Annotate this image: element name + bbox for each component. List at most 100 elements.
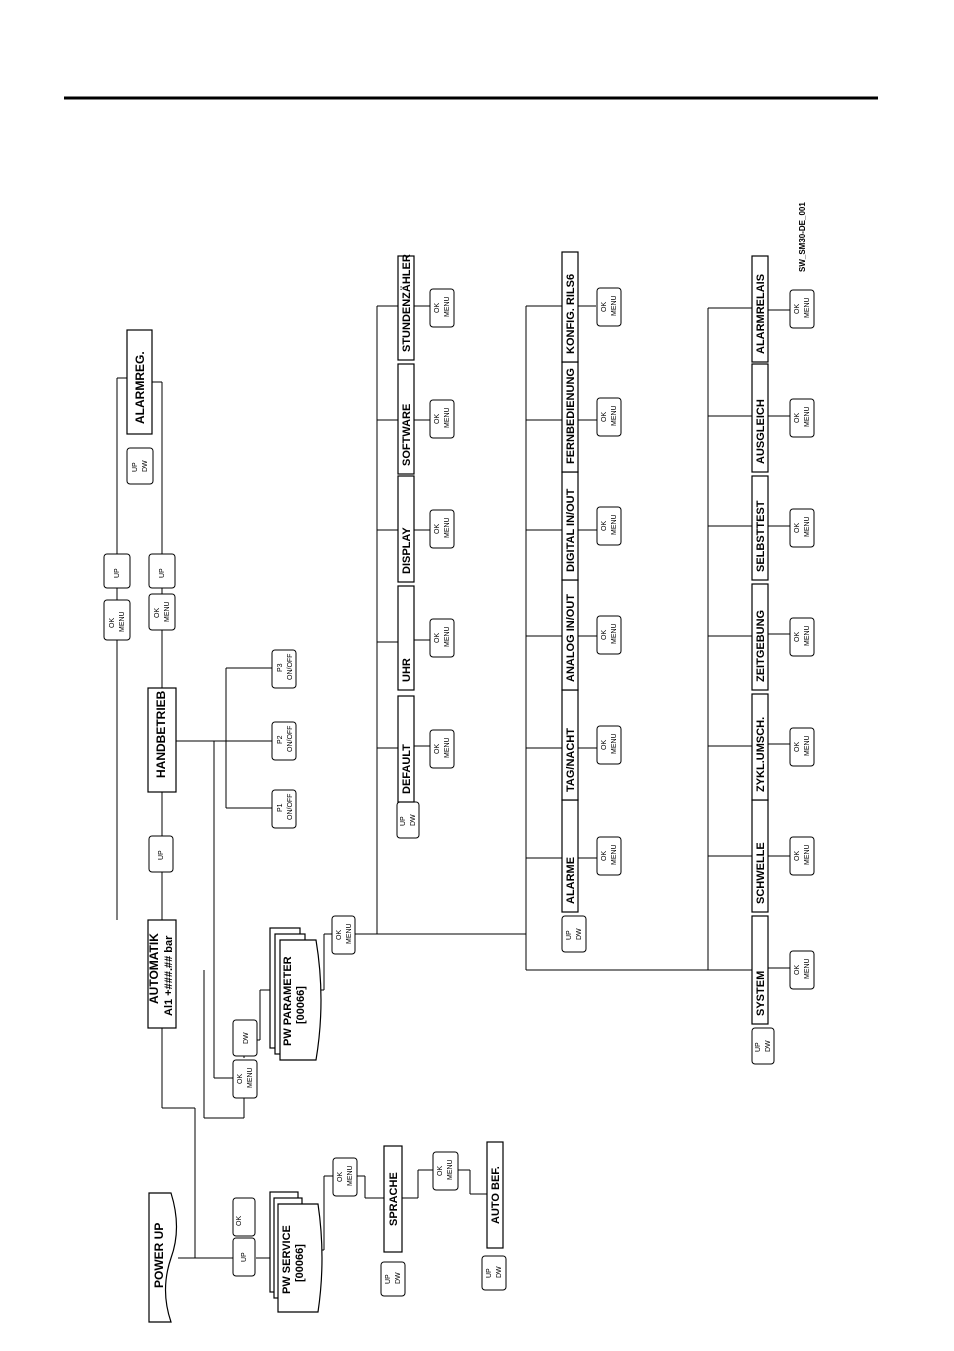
svg-text:MENU: MENU [611,514,618,535]
menu-node-software: SOFTWARE [397,363,415,475]
key-up-dw: UP DW [751,1027,775,1065]
key-ok-menu: OK MENU [332,1157,358,1197]
menu-node-label: KONFIG. RILS6 [565,274,577,354]
menu-node-zykl-umsch: ZYKL.UMSCH. [751,693,769,801]
key-up: UP [148,835,174,873]
svg-text:MENU: MENU [444,407,451,428]
key-ok-menu: OK [232,1197,256,1237]
diagram-code: SW_SM30-DE_001 [798,202,807,272]
svg-text:[00066]: [00066] [295,986,307,1024]
svg-text:POWER UP: POWER UP [152,1223,166,1288]
menu-node-schwelle: SCHWELLE [751,799,769,913]
key-ok-menu: OK MENU [432,1151,459,1191]
menu-node-label: SOFTWARE [401,404,413,466]
svg-text:OK: OK [794,304,801,314]
svg-text:MENU: MENU [611,733,618,754]
svg-text:MENU: MENU [804,625,811,646]
svg-text:OK: OK [601,521,608,531]
menu-node-label: FERNBEDIENUNG [565,368,577,464]
svg-text:DW: DW [142,460,149,472]
svg-text:UP: UP [486,1268,493,1278]
svg-text:MENU: MENU [804,516,811,537]
key-p2-on-off: P2 ON/OFF [271,721,297,761]
svg-text:MENU: MENU [444,517,451,538]
svg-text:UP: UP [755,1042,762,1052]
svg-text:DW: DW [496,1266,503,1278]
svg-text:MENU: MENU [804,406,811,427]
key-up-dw: UP DW [561,915,587,953]
menu-node-label: SELBSTTEST [755,500,767,572]
key-up: UP [148,553,176,589]
svg-text:MENU: MENU [804,844,811,865]
key-up-dw: UP DW [481,1255,507,1291]
menu-node-ausgleich: AUSGLEICH [751,363,769,473]
svg-text:OK: OK [434,524,441,534]
svg-text:DW: DW [576,928,583,940]
svg-text:OK: OK [237,1074,244,1084]
power-up-node: POWER UP [148,1192,178,1323]
svg-text:OK: OK [434,633,441,643]
pw-parameter-node: PW PARAMETER [00066] [269,927,322,1061]
menu-node-alarmrelais: ALARMRELAIS [751,255,769,363]
menu-node-label: ZYKL.UMSCH. [755,717,767,792]
svg-text:P1: P1 [277,803,284,812]
svg-text:Al1 +###.## bar: Al1 +###.## bar [163,935,175,1016]
svg-text:OK: OK [794,742,801,752]
handbetrieb-node: HANDBETRIEB [147,687,177,793]
svg-text:OK: OK [336,930,343,940]
menu-node-label: SCHWELLE [755,842,767,904]
svg-text:UP: UP [241,1252,248,1262]
svg-text:SPRACHE: SPRACHE [388,1172,400,1226]
svg-text:OK: OK [601,740,608,750]
svg-text:MENU: MENU [347,1165,354,1186]
svg-text:MENU: MENU [611,623,618,644]
svg-text:MENU: MENU [444,296,451,317]
svg-text:OK: OK [601,851,608,861]
menu-node-alarme: ALARME [561,799,579,913]
key-ok-menu: OK MENU [331,915,356,955]
svg-text:DW: DW [410,814,417,826]
svg-text:UP: UP [132,462,139,472]
svg-text:PW SERVICE: PW SERVICE [281,1225,293,1294]
svg-text:MENU: MENU [447,1159,454,1180]
menu-node-system: SYSTEM [751,915,769,1025]
menu-node-label: ZEITGEBUNG [755,610,767,682]
svg-text:[00066]: [00066] [294,1244,306,1282]
menu-node-default: DEFAULT [397,695,415,803]
svg-text:DW: DW [395,1272,402,1284]
menu-node-selbsttest: SELBSTTEST [751,475,769,581]
svg-text:OK: OK [794,523,801,533]
svg-text:OK: OK [154,608,161,618]
key-up-dw: UP DW [380,1261,406,1297]
svg-text:UP: UP [385,1274,392,1284]
svg-text:OK: OK [337,1172,344,1182]
menu-node-label: ALARMRELAIS [755,274,767,354]
svg-text:MENU: MENU [119,611,126,632]
key-ok-menu: OK MENU [232,1059,258,1099]
svg-text:ON/OFF: ON/OFF [287,794,294,820]
svg-text:HANDBETRIEB: HANDBETRIEB [154,690,168,778]
auto-bef-node: AUTO BEF. [486,1141,504,1249]
svg-text:P2: P2 [277,735,284,744]
svg-text:DW: DW [765,1040,772,1052]
svg-text:MENU: MENU [804,735,811,756]
svg-text:MENU: MENU [804,297,811,318]
menu-node-tag-nacht: TAG/NACHT [561,689,579,801]
menu-node-label: DEFAULT [401,744,413,794]
svg-text:UP: UP [158,850,165,860]
menu-node-label: ALARME [565,857,577,904]
svg-text:AUTO BEF.: AUTO BEF. [490,1166,502,1224]
menu-node-label: DIGITAL IN/OUT [565,488,577,572]
svg-text:UP: UP [400,816,407,826]
menu-node-label: STUNDENZÄHLER [400,254,413,352]
